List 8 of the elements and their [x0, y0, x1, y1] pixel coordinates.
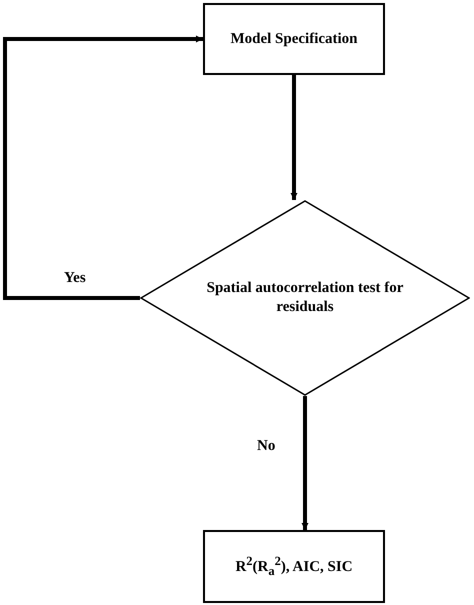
arrow — [290, 75, 298, 200]
arrow — [302, 396, 308, 530]
arrow — [3, 36, 203, 300]
process-box — [203, 3, 385, 75]
node-text: Spatial autocorrelation test for residuals — [206, 279, 404, 317]
process-box — [203, 530, 385, 603]
node-text: Model Specification — [229, 30, 359, 48]
node-text: R$^{2}$(R$_{a}$$^{2}$), AIC, SIC — [234, 554, 354, 580]
